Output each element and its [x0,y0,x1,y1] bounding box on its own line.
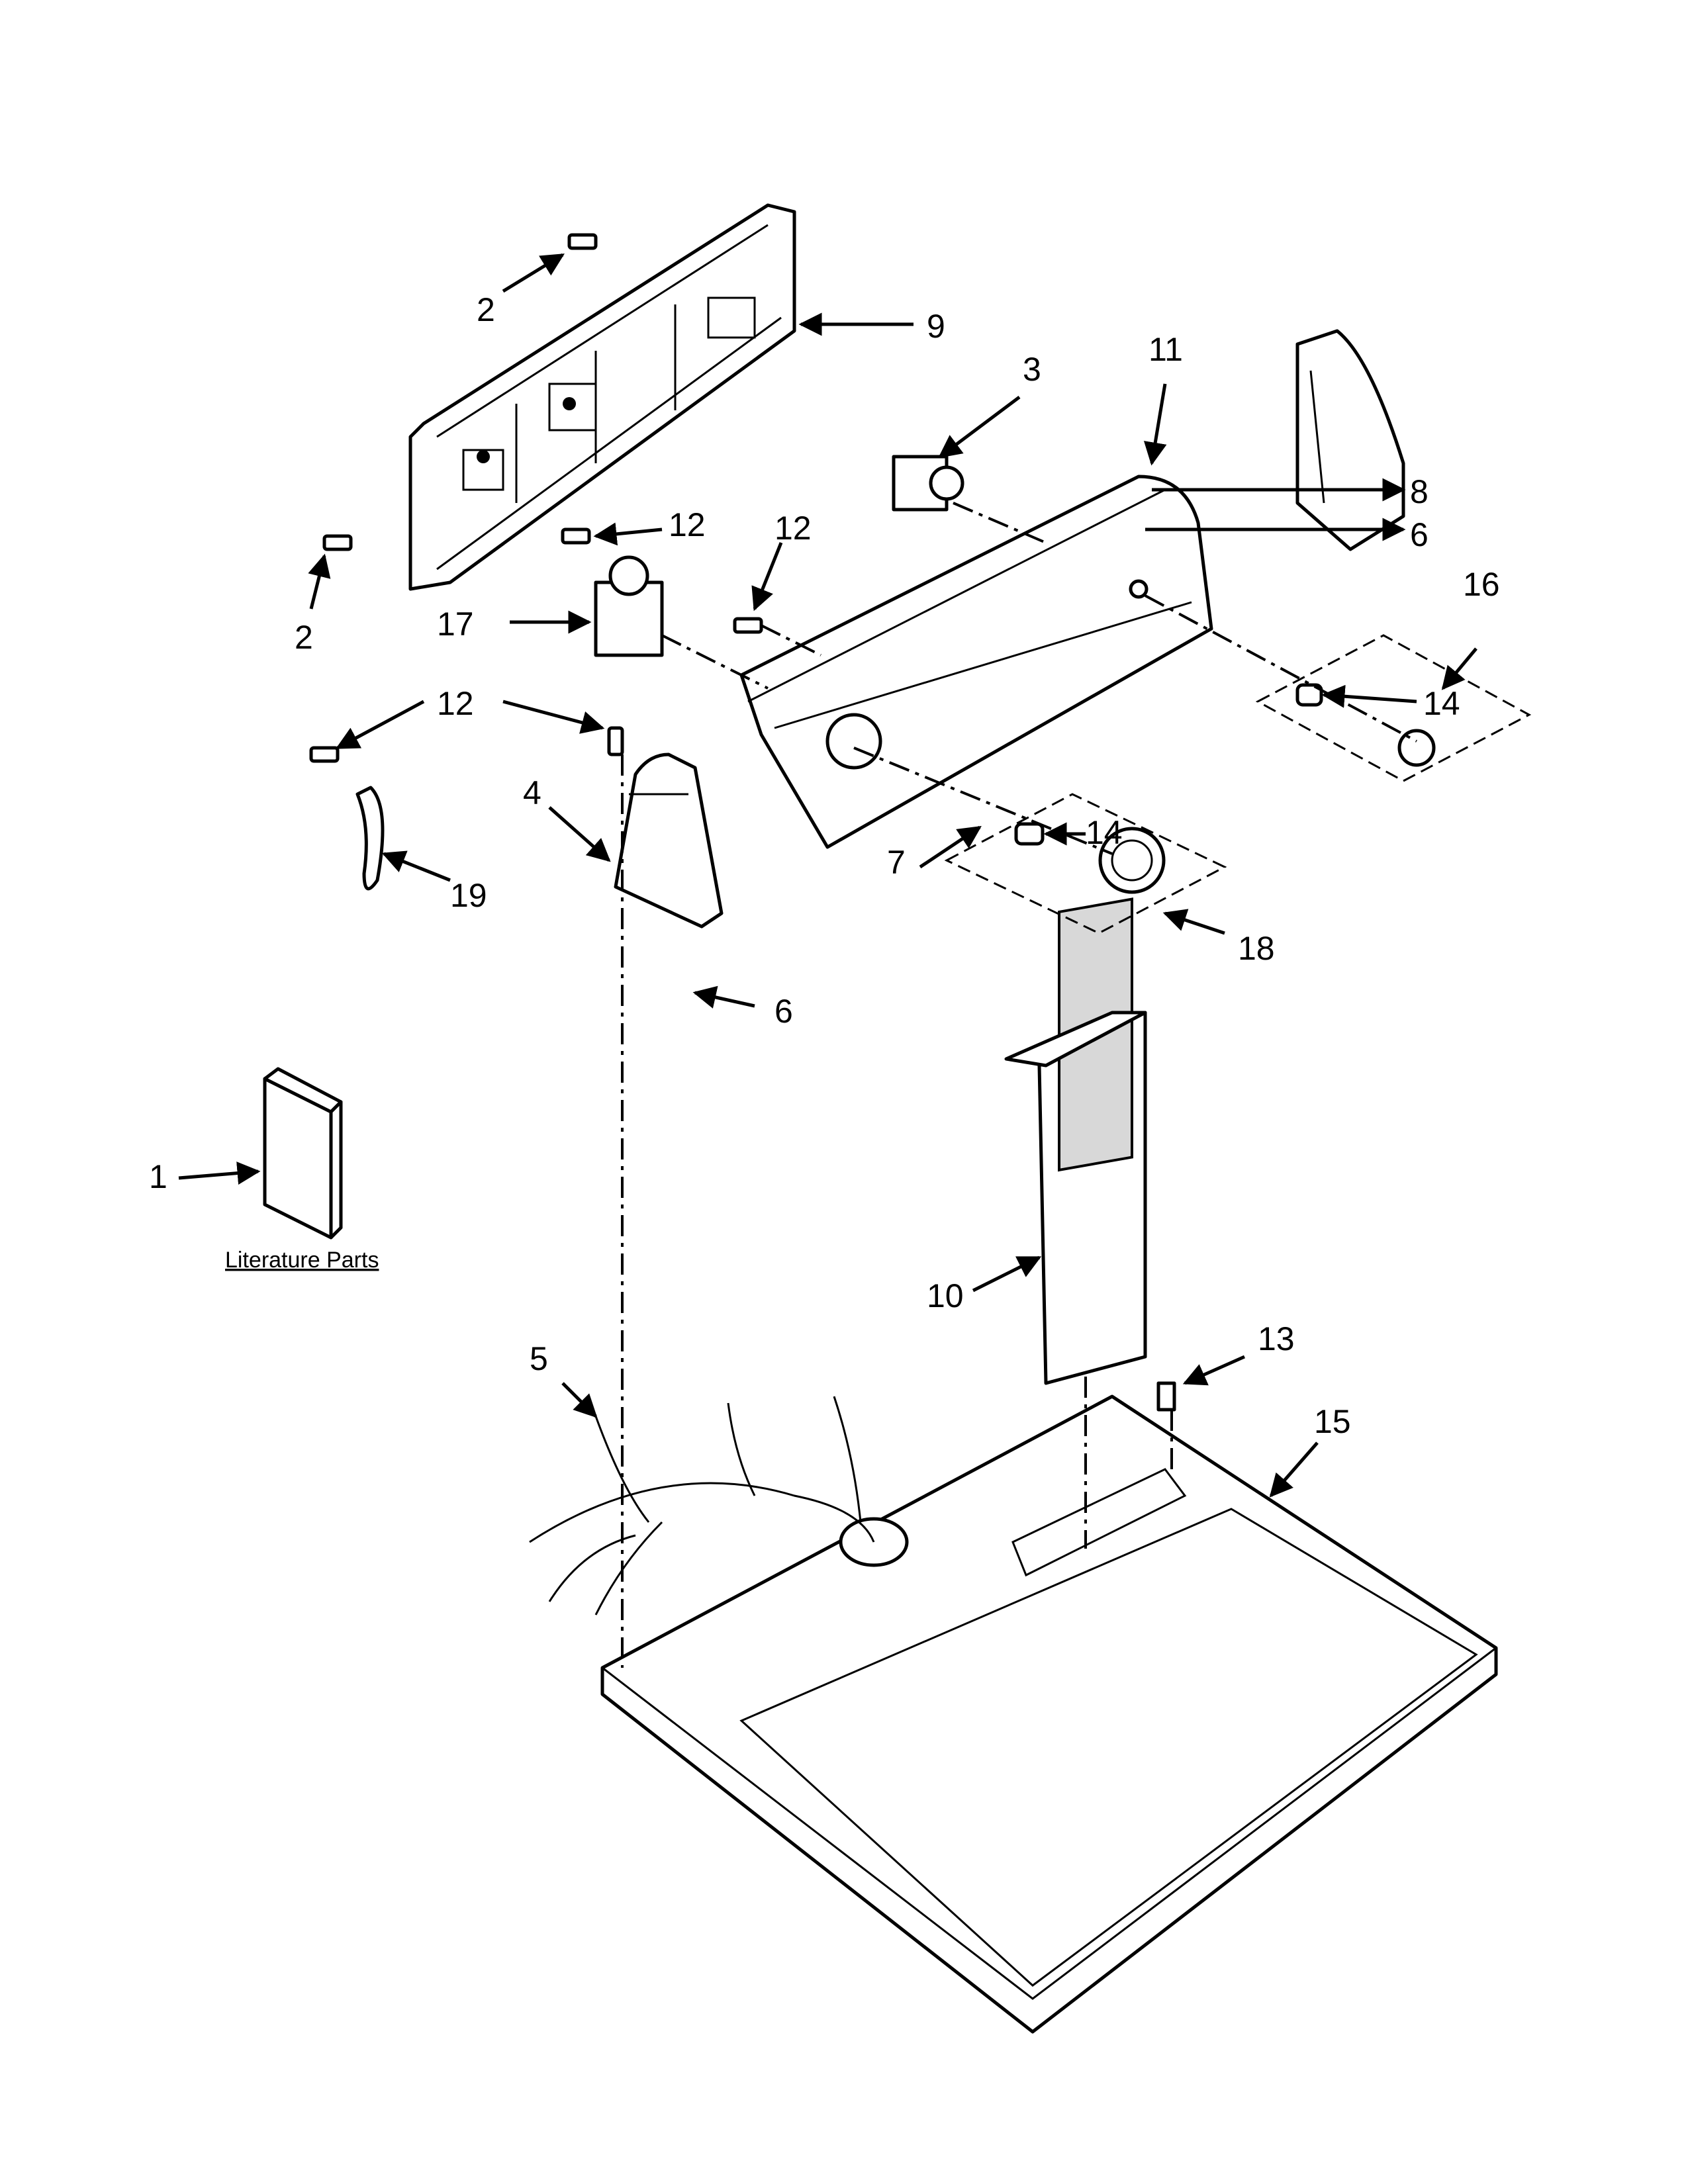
callout-6b: 6 [774,993,793,1030]
leader-arrows [178,253,1477,1498]
lint-screen [1004,897,1147,1385]
callout-15: 15 [1314,1403,1351,1440]
callout-7: 7 [887,844,906,881]
callout-9: 9 [927,308,945,345]
kit-box-18 [944,793,1227,934]
screws [309,233,763,763]
callout-11: 11 [1149,331,1183,368]
kit-box-16 [1255,634,1532,782]
end-cap-left [614,752,724,929]
callout-2b: 2 [295,619,313,656]
screw-13 [1156,1381,1176,1412]
callout-8: 8 [1410,473,1429,510]
callout-2a: 2 [477,291,495,328]
callout-10: 10 [927,1277,964,1314]
wire-harness [529,1396,875,1615]
callout-13: 13 [1258,1320,1295,1357]
callout-17: 17 [437,606,474,643]
literature-parts-label: Literature Parts [225,1248,379,1273]
assembly-lines [621,502,1417,1668]
knob-assembly [1014,683,1436,894]
callout-19: 19 [450,877,487,914]
callout-12c: 12 [437,685,474,722]
callout-labels: 2 9 3 11 8 6 12 12 16 2 17 14 12 4 14 7 … [149,291,1500,1440]
end-cap-right [1295,329,1405,551]
callout-12a: 12 [669,506,706,543]
callout-5: 5 [530,1340,548,1377]
callout-4: 4 [523,774,541,811]
callout-16: 16 [1463,566,1500,603]
callout-3: 3 [1023,351,1041,388]
rear-panel-bracket [408,203,796,591]
literature-book [263,1067,343,1240]
cord-clip [355,786,385,891]
callout-6a: 6 [1410,516,1429,553]
switch-part [892,455,964,512]
control-console [739,475,1213,849]
callout-18: 18 [1238,930,1275,967]
callout-14a: 14 [1423,685,1460,722]
callout-1: 1 [149,1158,167,1195]
top-panel [600,1394,1498,2034]
callout-14b: 14 [1086,814,1123,851]
callout-12b: 12 [774,510,812,547]
timer-part [594,555,664,657]
